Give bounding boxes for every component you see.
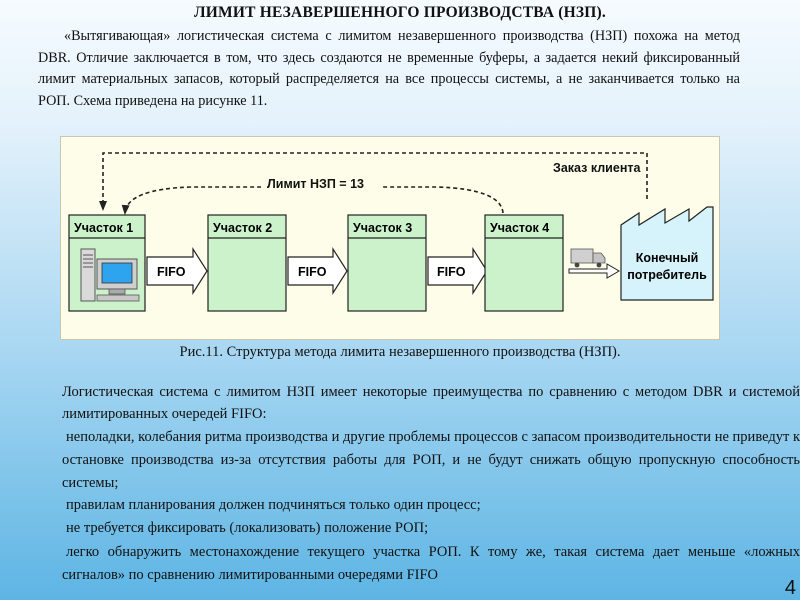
consumer-building [620,206,714,301]
intro-paragraph: «Вытягивающая» логистическая система с л… [38,28,740,109]
station-3-label: Участок 3 [353,221,412,235]
truck-icon [568,248,620,279]
bullet-item: не требуется фиксировать (локализовать) … [66,520,429,537]
station-2: Участок 2 [207,214,287,312]
fifo-arrow-1: FIFO [146,246,208,296]
station-3-box [347,214,427,312]
customer-order-label: Заказ клиента [553,161,641,175]
station-1-label: Участок 1 [74,221,133,235]
station-2-box [207,214,287,312]
advantages-text: Логистическая система с лимитом НЗП имее… [62,381,800,587]
bullet-item: легко обнаружить местонахождение текущег… [62,543,800,584]
fifo-label-1: FIFO [157,265,186,279]
customer-order-loop [99,152,648,211]
computer-icon [80,248,140,302]
station-1: Участок 1 [68,214,146,312]
figure-11: Заказ клиента Лимит НЗП = 13 Участок 1 [60,136,720,340]
page-number: 4 [784,577,796,599]
station-4-label: Участок 4 [490,221,549,235]
station-4: Участок 4 [484,214,564,312]
fifo-label-3: FIFO [437,265,466,279]
station-2-label: Участок 2 [213,221,272,235]
wip-limit-label-bg [261,174,381,192]
advantages-intro: Логистическая система с лимитом НЗП имее… [62,384,800,423]
wip-limit-label: Лимит НЗП = 13 [267,177,364,191]
bullet-item: правилам планирования должен подчиняться… [66,497,481,514]
bullet-item: неполадки, колебания ритма производства … [62,428,800,491]
station-4-box [484,214,564,312]
consumer-label-line2: потребитель [627,268,707,282]
figure-caption: Рис.11. Структура метода лимита незаверш… [179,344,621,360]
station-3: Участок 3 [347,214,427,312]
factory-icon [620,206,714,301]
intro-text: «Вытягивающая» логистическая система с л… [38,26,740,112]
wip-limit-diagram: Заказ клиента Лимит НЗП = 13 Участок 1 [68,152,714,312]
fifo-arrow-3: FIFO [427,246,488,296]
consumer-label-line1: Конечный [636,251,699,265]
fifo-arrow-2: FIFO [287,246,348,296]
slide-title: ЛИМИТ НЕЗАВЕРШЕННОГО ПРОИЗВОДСТВА (НЗП). [193,4,606,21]
fifo-label-2: FIFO [298,265,327,279]
